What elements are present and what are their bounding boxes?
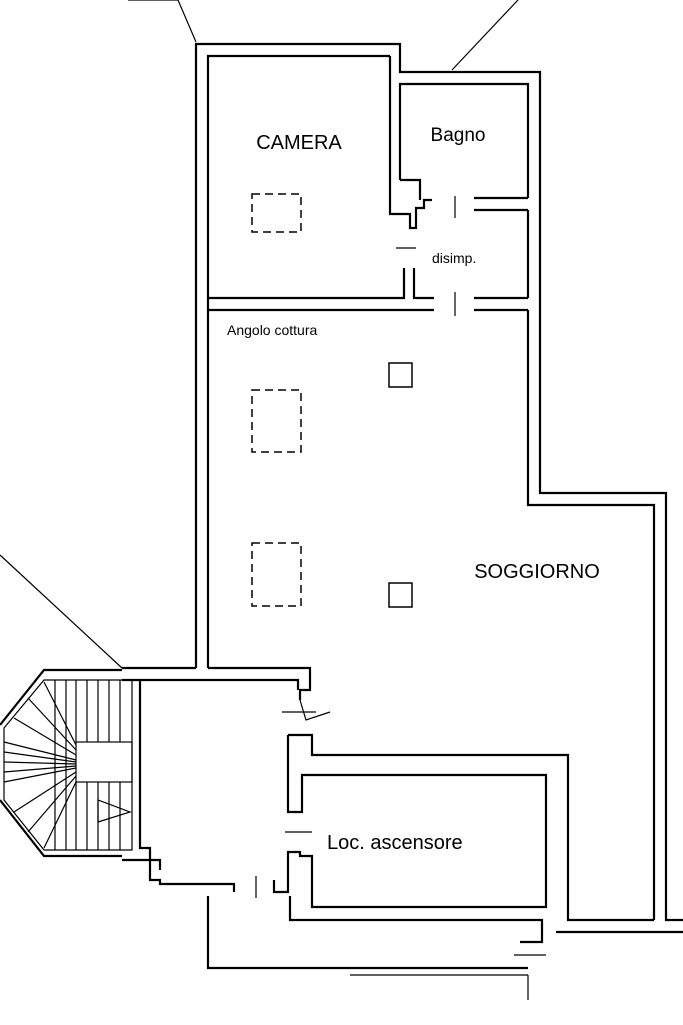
lower-walls bbox=[122, 666, 683, 1000]
label-disimpegno: disimp. bbox=[432, 250, 476, 266]
label-camera: CAMERA bbox=[256, 132, 342, 154]
outer-wall bbox=[194, 42, 683, 922]
label-angolo-cottura: Angolo cottura bbox=[227, 322, 317, 338]
label-soggiorno: SOGGIORNO bbox=[474, 561, 600, 583]
label-bagno: Bagno bbox=[431, 125, 486, 146]
label-ascensore: Loc. ascensore bbox=[327, 832, 463, 854]
staircase bbox=[0, 668, 133, 858]
inner-walls bbox=[208, 56, 528, 316]
pillars bbox=[251, 193, 413, 608]
context-lines bbox=[0, 0, 519, 669]
